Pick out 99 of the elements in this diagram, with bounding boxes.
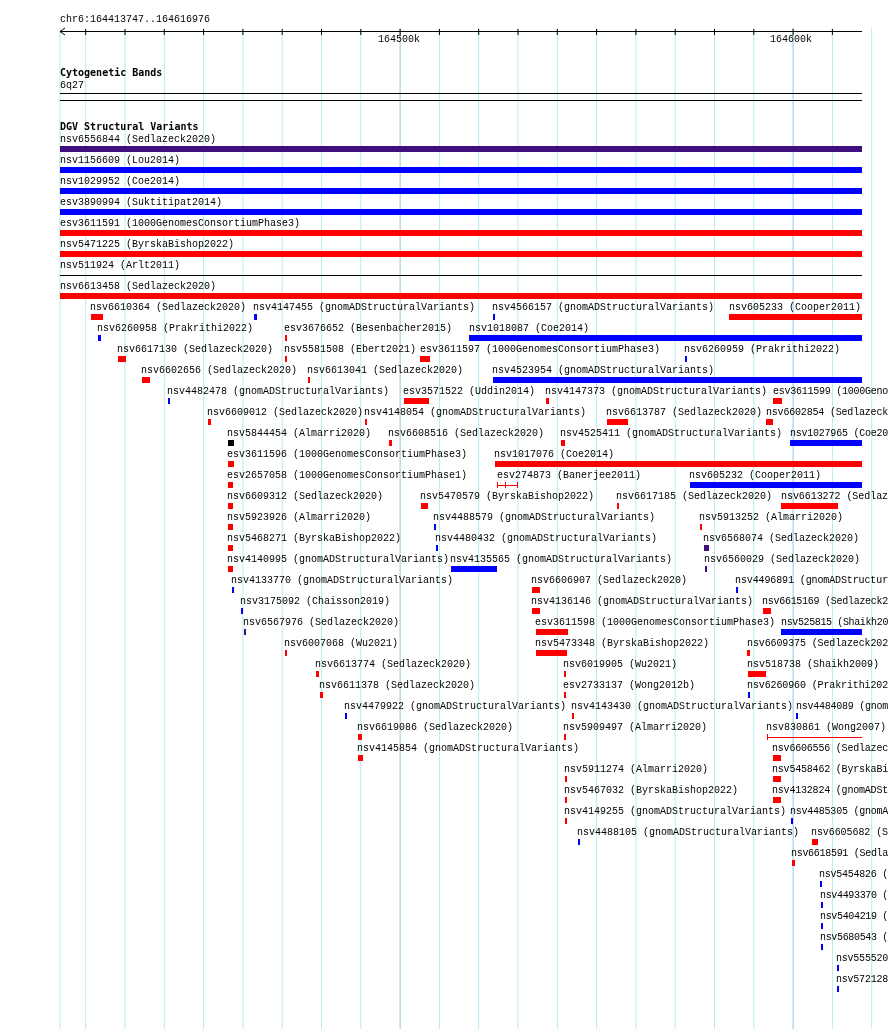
variant-label: nsv6606907 (Sedlazeck2020) <box>531 575 688 586</box>
track-title: Cytogenetic Bands <box>60 67 163 78</box>
variant-label: nsv5468271 (ByrskaBishop2022) <box>227 533 402 544</box>
variant-label: nsv5913252 (Almarri2020) <box>699 512 844 523</box>
variant-label: nsv6609312 (Sedlazeck2020) <box>227 491 384 502</box>
variant-label: esv274873 (Banerjee2011) <box>497 470 642 481</box>
variant-label: nsv511924 (Arlt2011) <box>60 260 181 271</box>
variant-label: nsv4145854 (gnomADStructuralVariants) <box>357 743 580 754</box>
variant-label: esv3571522 (Uddin2014) <box>403 386 536 397</box>
variant-label: nsv5454826 ( <box>819 869 888 880</box>
coordinate-label: chr6:164413747..164616976 <box>60 14 211 25</box>
variant-label: nsv1027965 (Coe20 <box>790 428 889 439</box>
variant-label: esv2657058 (1000GenomesConsortiumPhase1) <box>227 470 468 481</box>
variant-label: nsv4482478 (gnomADStructuralVariants) <box>167 386 390 397</box>
variant-label: nsv6613458 (Sedlazeck2020) <box>60 281 217 292</box>
variant-label: nsv4136146 (gnomADStructuralVariants) <box>531 596 754 607</box>
variant-label: nsv5680543 ( <box>820 932 888 943</box>
variant-label: nsv6613272 (Sedlaz <box>781 491 889 502</box>
variant-label: nsv6617130 (Sedlazeck2020) <box>117 344 274 355</box>
variant-label: nsv5458462 (ByrskaBi <box>772 764 889 775</box>
variant-label: nsv6602656 (Sedlazeck2020) <box>141 365 298 376</box>
variant-label: nsv5923926 (Almarri2020) <box>227 512 372 523</box>
variant-label: nsv518738 (Shaikh2009) <box>747 659 880 670</box>
variant-label: nsv6610364 (Sedlazeck2020) <box>90 302 247 313</box>
variant-label: nsv6556844 (Sedlazeck2020) <box>60 134 217 145</box>
variant-label: nsv4479922 (gnomADStructuralVariants) <box>344 701 567 712</box>
variant-label: nsv6260960 (Prakrithi202 <box>747 680 889 691</box>
variant-label: nsv6567976 (Sedlazeck2020) <box>243 617 400 628</box>
tick-label: 164600k <box>770 34 812 45</box>
variant-label: nsv5473348 (ByrskaBishop2022) <box>535 638 710 649</box>
variant-label: nsv6019905 (Wu2021) <box>563 659 678 670</box>
variant-label: esv3611599 (1000Geno <box>773 386 889 397</box>
variant-label: nsv6260959 (Prakrithi2022) <box>684 344 841 355</box>
variant-label: nsv605233 (Cooper2011) <box>729 302 862 313</box>
variant-label: nsv4140995 (gnomADStructuralVariants) <box>227 554 450 565</box>
variant-label: nsv5471225 (ByrskaBishop2022) <box>60 239 235 250</box>
variant-label: nsv4493370 ( <box>820 890 888 901</box>
variant-label: nsv572128 <box>836 974 888 985</box>
variant-label: nsv4148054 (gnomADStructuralVariants) <box>364 407 587 418</box>
variant-label: nsv5470579 (ByrskaBishop2022) <box>420 491 595 502</box>
variant-label: esv3611596 (1000GenomesConsortiumPhase3) <box>227 449 468 460</box>
variant-label: nsv6613787 (Sedlazeck2020) <box>606 407 763 418</box>
variant-label: nsv6605682 (S <box>811 827 888 838</box>
variant-label: nsv3175092 (Chaisson2019) <box>240 596 391 607</box>
variant-label: nsv1017076 (Coe2014) <box>494 449 615 460</box>
variant-label: nsv4480432 (gnomADStructuralVariants) <box>435 533 658 544</box>
variant-label: nsv6568074 (Sedlazeck2020) <box>703 533 860 544</box>
variant-label: nsv4149255 (gnomADStructuralVariants) <box>564 806 787 817</box>
variant-label: nsv6560029 (Sedlazeck2020) <box>704 554 861 565</box>
variant-label: nsv6615169 (Sedlazeck2 <box>762 596 889 607</box>
variant-label: nsv6602854 (Sedlazeck <box>766 407 889 418</box>
variant-label: esv3611591 (1000GenomesConsortiumPhase3) <box>60 218 301 229</box>
variant-label: nsv4485305 (gnomA <box>790 806 889 817</box>
variant-label: nsv555520 <box>836 953 888 964</box>
variant-label: nsv6606556 (Sedlazec <box>772 743 889 754</box>
variant-label: nsv4133770 (gnomADStructuralVariants) <box>231 575 454 586</box>
variant-label: esv3611597 (1000GenomesConsortiumPhase3) <box>420 344 661 355</box>
variant-label: nsv4147455 (gnomADStructuralVariants) <box>253 302 476 313</box>
variant-label: nsv605232 (Cooper2011) <box>689 470 822 481</box>
variant-label: nsv5404219 ( <box>820 911 888 922</box>
variant-label: nsv6007068 (Wu2021) <box>284 638 399 649</box>
variant-label: nsv4566157 (gnomADStructuralVariants) <box>492 302 715 313</box>
variant-label: esv3611598 (1000GenomesConsortiumPhase3) <box>535 617 776 628</box>
variant-label: nsv4143430 (gnomADStructuralVariants) <box>571 701 794 712</box>
variant-label: nsv5467032 (ByrskaBishop2022) <box>564 785 739 796</box>
variant-label: nsv6260958 (Prakrithi2022) <box>97 323 254 334</box>
variant-label: nsv5844454 (Almarri2020) <box>227 428 372 439</box>
variant-label: nsv6613041 (Sedlazeck2020) <box>307 365 464 376</box>
band-label: 6q27 <box>60 80 84 91</box>
variant-label: nsv4135565 (gnomADStructuralVariants) <box>450 554 673 565</box>
variant-label: nsv4147373 (gnomADStructuralVariants) <box>545 386 768 397</box>
variant-label: esv3676652 (Besenbacher2015) <box>284 323 453 334</box>
variant-label: nsv4523954 (gnomADStructuralVariants) <box>492 365 715 376</box>
variant-label: nsv1018087 (Coe2014) <box>469 323 590 334</box>
variant-label: nsv6609375 (Sedlazeck202 <box>747 638 889 649</box>
variant-label: nsv6611378 (Sedlazeck2020) <box>319 680 476 691</box>
variant-label: nsv4132824 (gnomADSt <box>772 785 889 796</box>
variant-label: nsv1156609 (Lou2014) <box>60 155 181 166</box>
variant-label: nsv4525411 (gnomADStructuralVariants) <box>560 428 783 439</box>
variant-label: nsv6609012 (Sedlazeck2020) <box>207 407 364 418</box>
track-title: DGV Structural Variants <box>60 121 199 132</box>
variant-label: nsv6617185 (Sedlazeck2020) <box>616 491 773 502</box>
variant-label: nsv830861 (Wong2007) <box>766 722 887 733</box>
variant-label: nsv6619086 (Sedlazeck2020) <box>357 722 514 733</box>
variant-label: nsv6608516 (Sedlazeck2020) <box>388 428 545 439</box>
variant-label: nsv4496891 (gnomADStructur <box>735 575 889 586</box>
variant-label: nsv4488579 (gnomADStructuralVariants) <box>433 512 656 523</box>
variant-label: nsv5909497 (Almarri2020) <box>563 722 708 733</box>
tick-label: 164500k <box>378 34 420 45</box>
variant-label: nsv5911274 (Almarri2020) <box>564 764 709 775</box>
variant-label: esv3890994 (Suktitipat2014) <box>60 197 223 208</box>
variant-label: nsv6613774 (Sedlazeck2020) <box>315 659 472 670</box>
variant-label: nsv525815 (Shaikh20 <box>781 617 889 628</box>
variant-label: esv2733137 (Wong2012b) <box>563 680 696 691</box>
variant-label: nsv6618591 (Sedla <box>791 848 889 859</box>
variant-label: nsv4484089 (gnom <box>796 701 888 712</box>
variant-label: nsv4488105 (gnomADStructuralVariants) <box>577 827 800 838</box>
variant-label: nsv1029952 (Coe2014) <box>60 176 181 187</box>
variant-label: nsv5581508 (Ebert2021) <box>284 344 417 355</box>
